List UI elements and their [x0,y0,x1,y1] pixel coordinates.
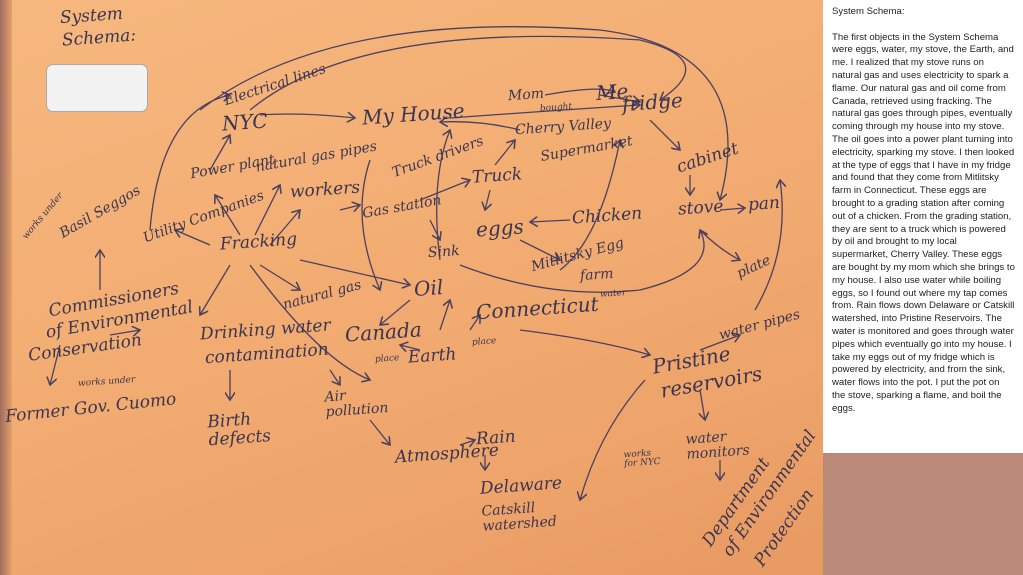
node-birth-defects: Birth defects [206,409,272,451]
arrow [429,219,440,240]
schema-photo: System Schema: Electrical lines NYC My H… [0,0,823,575]
node-oil: Oil [413,275,444,301]
description-panel: System Schema: The first objects in the … [823,0,1023,453]
node-rain: Rain [475,426,517,450]
arrow [299,259,410,285]
arrow [519,239,560,260]
edge-place-1: place [374,353,400,365]
arrow [329,369,340,385]
arrow [436,130,450,261]
arrow [249,264,370,380]
arrow [175,230,211,246]
edge-works-for-nyc: works for NYC [623,448,662,470]
arrow [50,344,61,385]
arrow [485,189,490,210]
arrow [754,180,782,311]
arrow [369,419,390,445]
redacted-box [46,64,148,112]
arrow [361,159,380,290]
node-canada: Canada [344,317,423,347]
node-nyc: NYC [221,108,269,136]
arrow [494,140,515,166]
arrow [459,440,475,445]
node-truck: Truck [471,164,523,188]
arrow [439,300,450,331]
node-mom: Mom [507,85,545,105]
photo-edge [0,0,12,575]
arrow [440,122,521,131]
arrow [459,230,704,293]
node-pan: pan [747,192,781,216]
arrow [530,220,571,222]
arrow [209,135,230,171]
arrow [580,379,646,500]
arrow [259,114,355,118]
node-farm: farm [579,265,614,285]
arrow [559,140,620,271]
arrow [199,26,729,200]
node-air-pollution: Air pollution [323,387,389,421]
edge-water: water [599,288,627,300]
arrow [259,264,300,290]
arrow [519,329,650,355]
diagram-arrows [0,26,823,575]
arrow [719,208,745,210]
arrow [249,35,687,111]
arrow [699,229,740,260]
arrow [109,330,140,335]
arrow [544,89,615,96]
node-fridge: fridge [621,87,684,117]
panel-body: The first objects in the System Schema w… [832,31,1015,414]
node-eggs: eggs [475,214,525,242]
arrow [149,95,230,231]
arrow [649,119,680,150]
arrow [699,335,740,351]
arrow [400,345,421,350]
arrow [215,195,241,236]
panel-title: System Schema: [832,6,905,17]
arrow [700,389,705,420]
arrow [599,94,640,102]
arrow [380,299,411,325]
arrow [200,264,231,315]
node-catskill-watershed: Catskill watershed [481,500,558,535]
arrow [339,205,360,210]
arrow [254,185,280,236]
edge-place-2: place [471,336,497,348]
node-stove: stove [677,196,725,220]
arrow [449,105,640,119]
arrow [419,180,470,201]
arrow [269,210,300,246]
node-sink: Sink [427,242,461,262]
node-earth: Earth [407,344,458,368]
arrow [469,315,480,331]
